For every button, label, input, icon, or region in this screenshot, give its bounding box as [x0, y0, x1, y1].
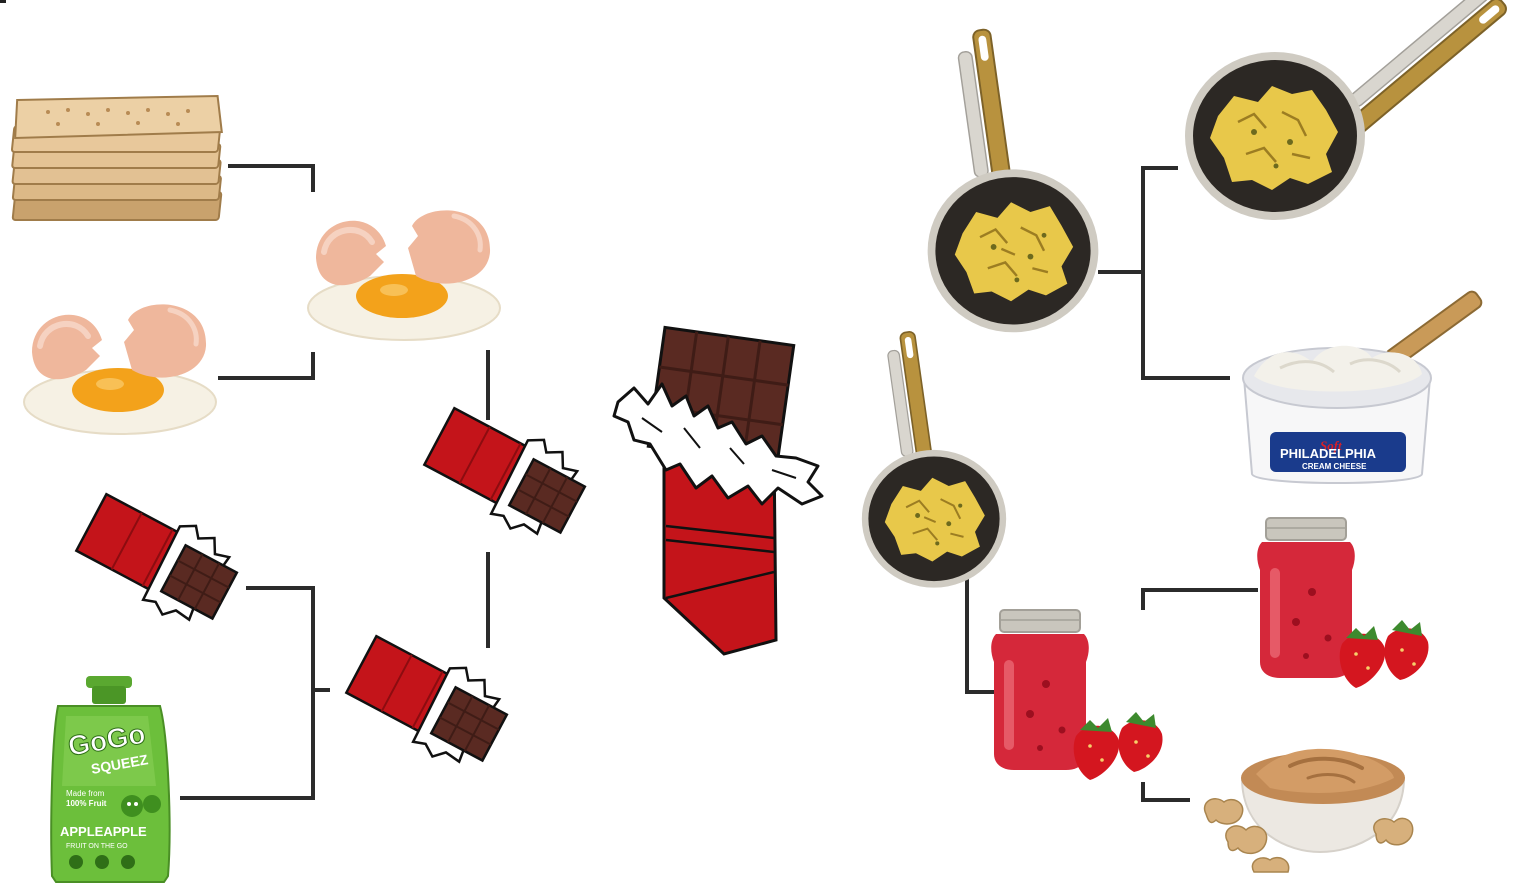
- jam-jar-icon-round2: [991, 610, 1162, 780]
- pouch-tag-line2: 100% Fruit: [66, 799, 107, 808]
- frying-pan-icon: [1185, 0, 1516, 220]
- pouch-subline: FRUIT ON THE GO: [66, 843, 128, 850]
- frying-pan-icon-round3: [862, 331, 1006, 588]
- cream-cheese-type: CREAM CHEESE: [1302, 462, 1367, 471]
- cracked-eggs-icon: [24, 304, 216, 434]
- cracked-eggs-icon-round2: [308, 210, 500, 340]
- pouch-tag-line1: Made from: [66, 789, 105, 798]
- bracket-line-right-semi: [967, 578, 995, 692]
- champion-chocolate-bar-icon: [614, 327, 822, 654]
- chocolate-bar-icon: [69, 482, 247, 636]
- cream-cheese-brand: PHILADELPHIA: [1280, 446, 1377, 461]
- applesauce-pouch-icon: GoGo SQUEEZ Made from 100% Fruit APPLEAP…: [51, 676, 169, 882]
- bracket-line-matzah: [228, 166, 313, 192]
- bracket-line-pb: [1143, 782, 1190, 800]
- peanut-butter-bowl-icon: [1205, 749, 1413, 872]
- chocolate-bar-icon-round2: [339, 624, 517, 778]
- jam-jar-icon: [1257, 518, 1428, 688]
- bracket-line-chocolate-r1: [180, 588, 313, 798]
- cream-cheese-tub-icon: Soft PHILADELPHIA CREAM CHEESE: [1243, 289, 1484, 483]
- chocolate-bar-icon-round3: [417, 396, 595, 550]
- frying-pan-icon-round2: [928, 29, 1099, 332]
- bracket-line-jam-r1: [1143, 590, 1258, 610]
- pouch-flavor: APPLEAPPLE: [60, 824, 147, 839]
- bracket-line-eggs-r1: [218, 352, 313, 378]
- matzah-icon: [5, 96, 232, 220]
